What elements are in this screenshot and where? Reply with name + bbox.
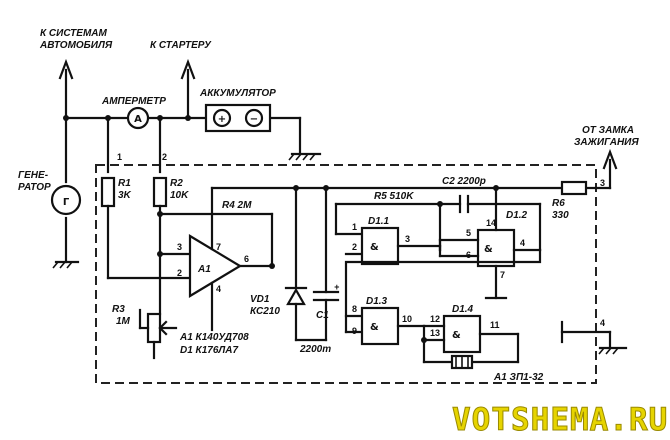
a1-pin-plus: 3: [177, 242, 182, 252]
battery-plus: +: [218, 114, 226, 125]
r1-value: 3K: [118, 190, 132, 201]
d12-pin-b: 6: [466, 250, 471, 260]
generator-symbol: [50, 184, 82, 216]
part-a1: A1 К140УД708: [179, 332, 249, 343]
vd1-name: VD1: [250, 294, 270, 305]
d11-label: D1.1: [368, 216, 390, 227]
part-d1: D1 К176ЛА7: [180, 345, 238, 356]
label-battery: АККУМУЛЯТОР: [199, 88, 276, 99]
module-boundary: [95, 164, 597, 384]
battery-symbol: [204, 103, 272, 133]
d11-pin-b: 2: [352, 242, 357, 252]
gate-d1-1: [360, 226, 442, 266]
c1-value: 2200m: [299, 344, 331, 355]
wire-d12-d13: [344, 248, 542, 318]
d14-pin-a: 12: [430, 314, 440, 324]
opamp-a1: [188, 186, 598, 332]
d13-pin-b: 9: [352, 326, 357, 336]
r3-name: R3: [112, 304, 125, 315]
terminal-4: 4: [600, 318, 605, 328]
d11-pin-out: 3: [405, 234, 410, 244]
a1-pin-out: 6: [244, 254, 249, 264]
d13-pin-out: 10: [402, 314, 412, 324]
watermark: VOTSHEMA.RU: [452, 402, 668, 438]
gate-d1-3: [360, 306, 426, 346]
label-from-ignition-2: ЗАЖИГАНИЯ: [574, 137, 639, 148]
label-to-starter: К СТАРТЕРУ: [150, 40, 212, 51]
resistor-r4: [269, 212, 275, 269]
r2-value: 10K: [170, 190, 189, 201]
d13-symbol: &: [370, 322, 379, 333]
d14-pin-b: 13: [430, 328, 440, 338]
label-from-ignition: ОТ ЗАМКА: [582, 125, 634, 136]
terminal-2: 2: [162, 152, 167, 162]
label-to-car-systems-2: АВТОМОБИЛЯ: [39, 40, 113, 51]
d12-pin-v: 14: [486, 218, 496, 228]
opamp-label: A1: [197, 264, 211, 275]
battery-minus: −: [250, 114, 258, 125]
r4-label: R4 2M: [222, 200, 252, 211]
r2-name: R2: [170, 178, 183, 189]
r6-value: 330: [552, 210, 569, 221]
resistor-r6: [560, 180, 588, 196]
d13-label: D1.3: [366, 296, 388, 307]
r3-value: 1M: [116, 316, 131, 327]
d14-pin-out: 11: [490, 320, 500, 330]
d12-pin-gnd: 7: [500, 270, 505, 280]
d12-pin-out: 4: [520, 238, 525, 248]
d12-label: D1.2: [506, 210, 528, 221]
d12-symbol: &: [484, 244, 493, 255]
ammeter-letter: A: [134, 114, 142, 125]
r6-name: R6: [552, 198, 565, 209]
resistor-r3: [138, 308, 178, 360]
c1-polarity: +: [334, 282, 340, 292]
label-ammeter: АМПЕРМЕТР: [101, 96, 166, 107]
terminal-4-ground: [560, 320, 628, 355]
r5-label: R5 510K: [374, 191, 414, 202]
label-generator-2: РАТОР: [18, 182, 51, 193]
c1-name: C1: [316, 310, 329, 321]
generator-letter: Г: [63, 197, 70, 208]
terminal-3: 3: [600, 178, 605, 188]
d12-pin-a: 5: [466, 228, 471, 238]
gate-d1-2: [438, 185, 542, 300]
ammeter-symbol: [126, 106, 150, 130]
d14-label: D1.4: [452, 304, 474, 315]
feedback-r5-c2: [334, 194, 542, 256]
a1-pin-gnd: 4: [216, 284, 221, 294]
zener-vd1: [284, 185, 308, 342]
c2-label: C2 2200p: [442, 176, 486, 187]
d14-symbol: &: [452, 330, 461, 341]
label-to-car-systems: К СИСТЕМАМ: [40, 28, 108, 39]
relay-label: A1 ЗП1-32: [493, 372, 544, 383]
d11-symbol: &: [370, 242, 379, 253]
label-generator: ГЕНЕ-: [18, 170, 49, 181]
d11-pin-a: 1: [352, 222, 357, 232]
resistor-r2: [152, 176, 274, 316]
d13-pin-a: 8: [352, 304, 357, 314]
ignition-lead: [594, 148, 618, 190]
gate-d1-4: [421, 314, 520, 370]
vd1-value: КС210: [250, 306, 280, 317]
resistor-r1: [100, 176, 192, 280]
a1-pin-supply: 7: [216, 242, 221, 252]
a1-pin-minus: 2: [177, 268, 182, 278]
r1-name: R1: [118, 178, 131, 189]
capacitor-c1: [294, 185, 340, 342]
terminal-1: 1: [117, 152, 122, 162]
